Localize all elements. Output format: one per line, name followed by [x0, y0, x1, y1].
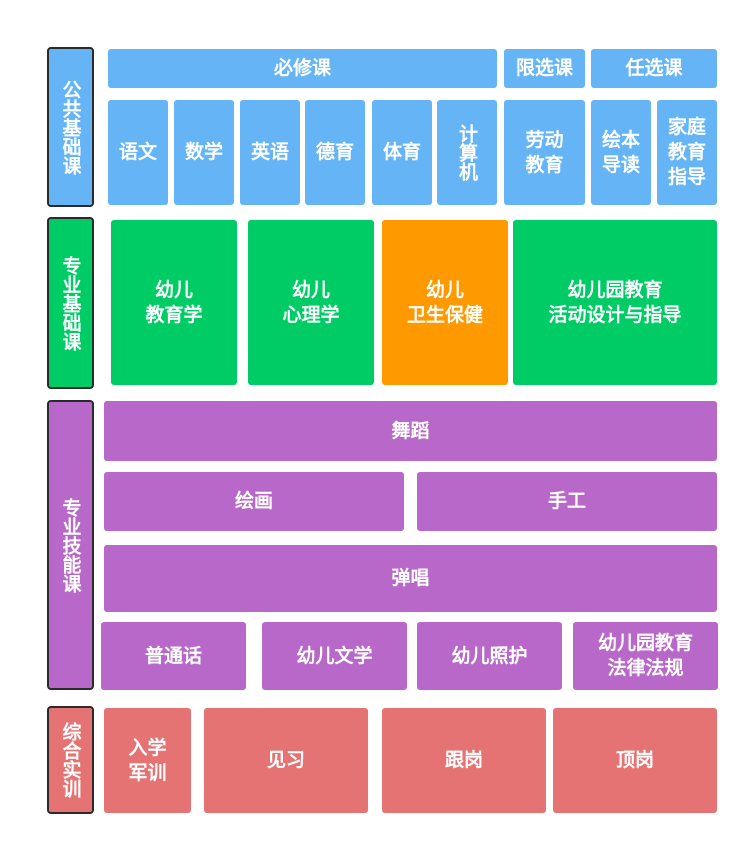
course-pe: 体育 — [372, 100, 432, 205]
course-follow-post: 跟岗 — [382, 708, 546, 813]
course-child-literature: 幼儿文学 — [262, 622, 407, 690]
course-english: 英语 — [240, 100, 300, 205]
course-military-training: 入学 军训 — [104, 708, 191, 813]
category-practice: 综合实训 — [47, 706, 94, 814]
course-family-education: 家庭 教育 指导 — [657, 100, 717, 205]
header-optional: 任选课 — [591, 49, 717, 88]
course-labor: 劳动 教育 — [504, 100, 585, 205]
course-child-care: 幼儿照护 — [417, 622, 562, 690]
course-mandarin: 普通话 — [101, 622, 246, 690]
course-singing: 弹唱 — [104, 545, 717, 612]
category-professional-basic: 专业基础课 — [47, 217, 94, 389]
category-public-basic: 公共基础课 — [47, 47, 94, 207]
course-math: 数学 — [174, 100, 234, 205]
header-limited: 限选课 — [504, 49, 585, 88]
course-handcraft: 手工 — [417, 472, 717, 531]
course-internship: 顶岗 — [553, 708, 717, 813]
course-preschool-pedagogy: 幼儿 教育学 — [111, 220, 237, 385]
course-moral: 德育 — [305, 100, 365, 205]
course-chinese: 语文 — [108, 100, 168, 205]
category-professional-skill: 专业技能课 — [47, 400, 94, 690]
header-required: 必修课 — [108, 49, 497, 88]
course-computer: 计算机 — [437, 100, 497, 205]
course-dance: 舞蹈 — [104, 401, 717, 461]
course-child-psychology: 幼儿 心理学 — [248, 220, 374, 385]
course-picture-book: 绘本 导读 — [591, 100, 651, 205]
course-child-health: 幼儿 卫生保健 — [382, 220, 508, 385]
course-activity-design: 幼儿园教育 活动设计与指导 — [513, 220, 717, 385]
course-observation: 见习 — [204, 708, 368, 813]
course-drawing: 绘画 — [104, 472, 404, 531]
course-education-law: 幼儿园教育 法律法规 — [573, 622, 718, 690]
